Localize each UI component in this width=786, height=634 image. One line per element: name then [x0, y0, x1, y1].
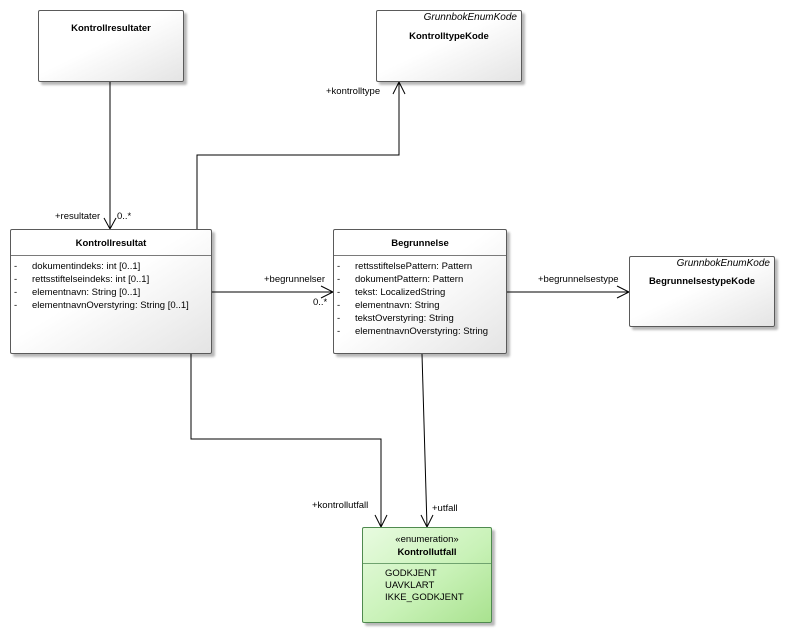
compartment-divider — [11, 255, 211, 256]
stereotype-label: GrunnbokEnumKode — [423, 12, 517, 23]
attribute-list: -rettsstiftelsePattern: Pattern -dokumen… — [334, 260, 506, 338]
attribute: -tekstOverstyring: String — [337, 313, 454, 324]
multiplicity-label-begrunnelser: 0..* — [313, 297, 328, 308]
role-label-resultater: +resultater — [55, 211, 101, 222]
role-label-utfall: +utfall — [432, 503, 458, 514]
class-begrunnelsestypekode[interactable]: GrunnbokEnumKode BegrunnelsestypeKode — [629, 256, 775, 327]
multiplicity-label-resultater: 0..* — [117, 211, 132, 222]
class-kontrollresultat[interactable]: Kontrollresultat -dokumentindeks: int [0… — [10, 229, 212, 354]
class-name: Kontrollutfall — [397, 547, 457, 558]
role-label-begrunnelsestype: +begrunnelsestype — [538, 274, 619, 285]
attribute: -elementnavn: String [0..1] — [14, 287, 141, 298]
class-name: Kontrollresultat — [75, 238, 147, 249]
enum-literal: GODKJENT — [385, 568, 437, 579]
attribute: -tekst: LocalizedString — [337, 287, 446, 298]
stereotype-label: GrunnbokEnumKode — [676, 258, 770, 269]
class-kontrolltypekode[interactable]: GrunnbokEnumKode KontrolltypeKode — [376, 10, 522, 82]
class-name: BegrunnelsestypeKode — [648, 276, 756, 287]
enum-literal: IKKE_GODKJENT — [385, 592, 464, 603]
class-name: Kontrollresultater — [71, 23, 151, 34]
class-begrunnelse[interactable]: Begrunnelse -rettsstiftelsePattern: Patt… — [333, 229, 507, 354]
attribute: -dokumentPattern: Pattern — [337, 274, 464, 285]
compartment-divider — [334, 255, 506, 256]
attribute: -elementnavn: String — [337, 300, 440, 311]
class-kontrollresultater[interactable]: Kontrollresultater — [38, 10, 184, 82]
role-label-kontrolltype: +kontrolltype — [326, 86, 381, 97]
arrow-kontrolltype — [392, 80, 406, 95]
attribute: -elementnavnOverstyring: String — [337, 326, 489, 337]
attribute: -elementnavnOverstyring: String [0..1] — [14, 300, 189, 311]
line-kontrolltype — [196, 82, 400, 229]
line-utfall — [421, 353, 428, 528]
attribute: -rettsstiftelsePattern: Pattern — [337, 261, 473, 272]
class-name: KontrolltypeKode — [409, 31, 489, 42]
line-kontrollutfall — [190, 354, 382, 527]
attribute: -dokumentindeks: int [0..1] — [14, 261, 141, 272]
class-kontrollutfall[interactable]: «enumeration» Kontrollutfall GODKJENT UA… — [362, 527, 492, 623]
stereotype-label: «enumeration» — [395, 534, 459, 545]
compartment-divider — [363, 563, 491, 564]
role-label-kontrollutfall: +kontrollutfall — [312, 500, 369, 511]
attribute-list: -dokumentindeks: int [0..1] -rettsstifte… — [11, 260, 211, 312]
enum-literal: UAVKLART — [385, 580, 435, 591]
literal-list: GODKJENT UAVKLART IKKE_GODKJENT — [363, 568, 491, 604]
attribute: -rettsstiftelseindeks: int [0..1] — [14, 274, 150, 285]
class-name: Begrunnelse — [391, 238, 449, 249]
role-label-begrunnelser: +begrunnelser — [264, 274, 326, 285]
